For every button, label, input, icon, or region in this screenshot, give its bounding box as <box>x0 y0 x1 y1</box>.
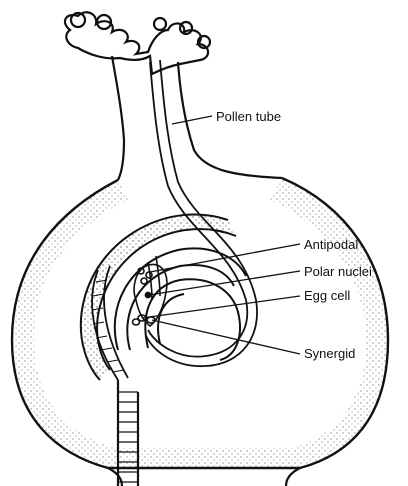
label-synergid: Synergid <box>304 346 355 361</box>
stigma <box>65 12 210 74</box>
leader-egg-cell <box>142 296 300 318</box>
stigma-lobe-3 <box>154 18 166 30</box>
antipodal-cell-3 <box>141 278 147 284</box>
label-antipodal: Antipodal <box>304 237 358 252</box>
leader-pollen-tube <box>172 116 212 124</box>
label-egg-cell: Egg cell <box>304 288 350 303</box>
leader-antipodal <box>150 244 300 272</box>
label-pollen-tube: Pollen tube <box>216 109 281 124</box>
label-polar-nuclei: Polar nuclei <box>304 264 372 279</box>
stalk <box>108 380 300 486</box>
synergid-2 <box>133 319 140 325</box>
